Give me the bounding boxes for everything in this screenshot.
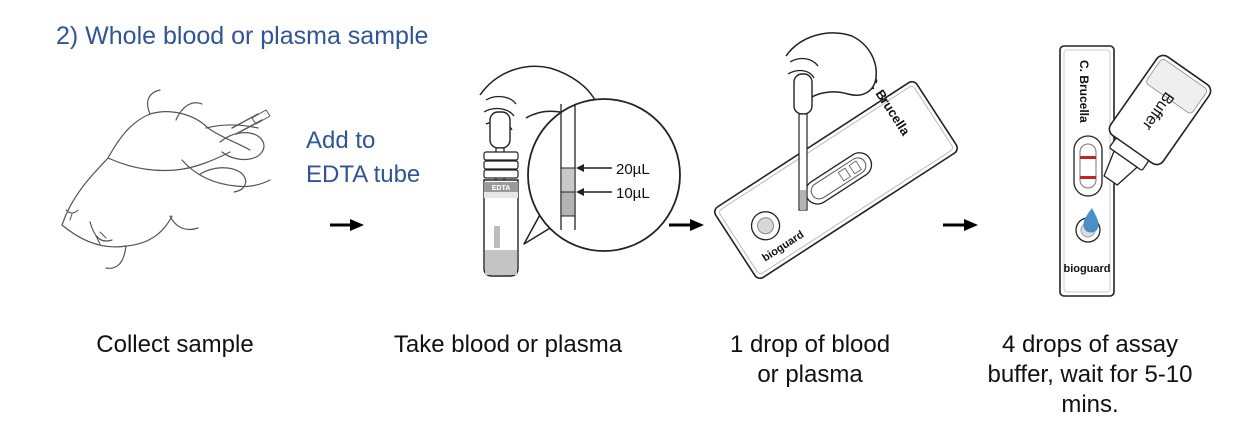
step2-caption: Take blood or plasma (393, 331, 623, 358)
step-arrow-1 (330, 219, 364, 231)
volume-mark-20: 20µL (616, 161, 650, 178)
edta-instruction: Add to EDTA tube (306, 124, 420, 192)
test-line (1080, 156, 1096, 159)
step1-caption: Collect sample (96, 331, 254, 358)
section-title: 2) Whole blood or plasma sample (56, 22, 429, 50)
step4-caption-line3: mins. (1061, 391, 1119, 418)
step3-caption-line2: or plasma (757, 361, 863, 388)
tube-label: EDTA (492, 185, 511, 192)
control-line (1080, 176, 1096, 179)
edta-instruction-line1: Add to (306, 127, 376, 154)
cat-blood-draw-illustration (61, 89, 271, 269)
buffer-addition-illustration: C. Brucella bioguard Buffer (1059, 45, 1212, 297)
step4-caption: 4 drops of assay buffer, wait for 5-10 m… (960, 330, 1220, 420)
volume-mark-10: 10µL (616, 185, 650, 202)
edta-instruction-line2: EDTA tube (306, 161, 421, 188)
upright-cassette-brand: bioguard (1063, 263, 1110, 275)
step-arrow-3 (943, 219, 978, 231)
step3-caption: 1 drop of blood or plasma (700, 330, 920, 390)
step4-caption-line2: buffer, wait for 5-10 (987, 361, 1193, 388)
buffer-drop-icon (1083, 208, 1099, 233)
edta-tube-illustration: EDTA 20µL 10µL (479, 65, 681, 277)
cassette-drop-illustration: C. Brucella bioguard (713, 32, 959, 280)
upright-cassette-name: C. Brucella (1077, 60, 1091, 123)
step-arrow-2 (669, 219, 704, 231)
step3-caption-line1: 1 drop of blood (729, 331, 891, 358)
step4-caption-line1: 4 drops of assay (1001, 331, 1179, 358)
